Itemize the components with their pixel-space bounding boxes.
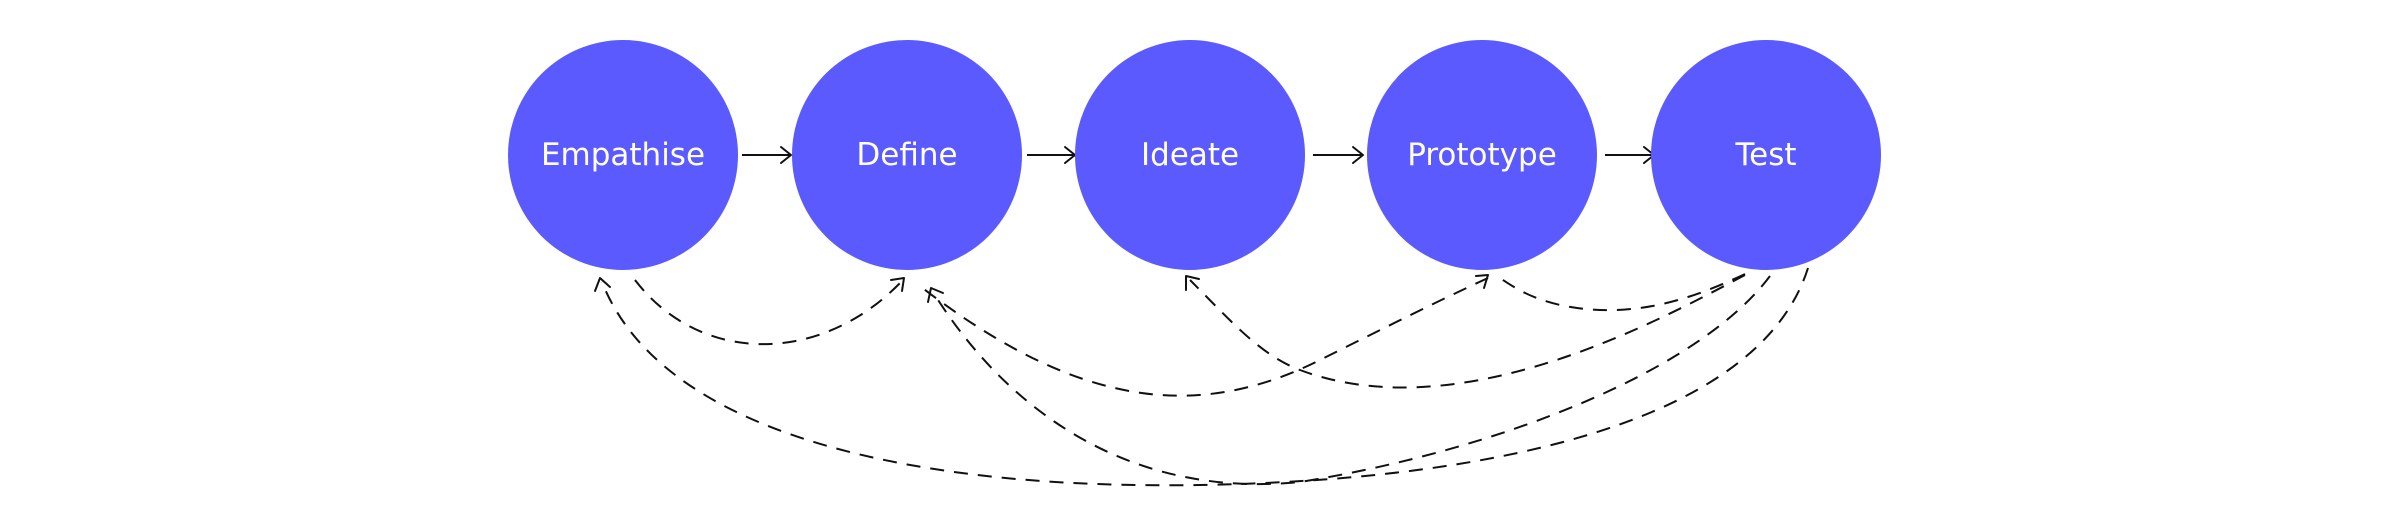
flow-arrow-empathise-define xyxy=(742,146,792,164)
stage-ideate: Ideate xyxy=(1075,40,1305,270)
feedback-loop-empathise-define xyxy=(634,277,905,346)
stage-prototype: Prototype xyxy=(1367,40,1597,270)
feedback-loop-test-prototype xyxy=(1499,273,1746,312)
flow-arrow-ideate-prototype xyxy=(1313,146,1364,164)
stage-label: Test xyxy=(1734,137,1796,173)
stage-label: Empathise xyxy=(541,137,705,173)
stage-empathise: Empathise xyxy=(508,40,738,270)
feedback-loops xyxy=(594,267,1809,487)
stage-circle xyxy=(1651,40,1881,270)
flow-arrows xyxy=(742,146,1655,164)
stage-circle xyxy=(792,40,1022,270)
stage-circle xyxy=(1075,40,1305,270)
flow-arrow-prototype-test xyxy=(1605,146,1655,164)
stage-test: Test xyxy=(1651,40,1881,270)
stage-label: Ideate xyxy=(1141,137,1239,173)
stage-circle xyxy=(1367,40,1597,270)
feedback-loop-test-ideate xyxy=(1185,274,1746,389)
feedback-loop-prototype-define xyxy=(919,274,1489,397)
feedback-loop-test-empathise xyxy=(594,267,1809,487)
feedback-loop-test-define xyxy=(927,275,1771,486)
flow-arrow-define-ideate xyxy=(1027,146,1076,164)
stage-circle xyxy=(508,40,738,270)
stage-label: Define xyxy=(856,137,957,173)
stage-define: Define xyxy=(792,40,1022,270)
stage-label: Prototype xyxy=(1407,137,1557,173)
